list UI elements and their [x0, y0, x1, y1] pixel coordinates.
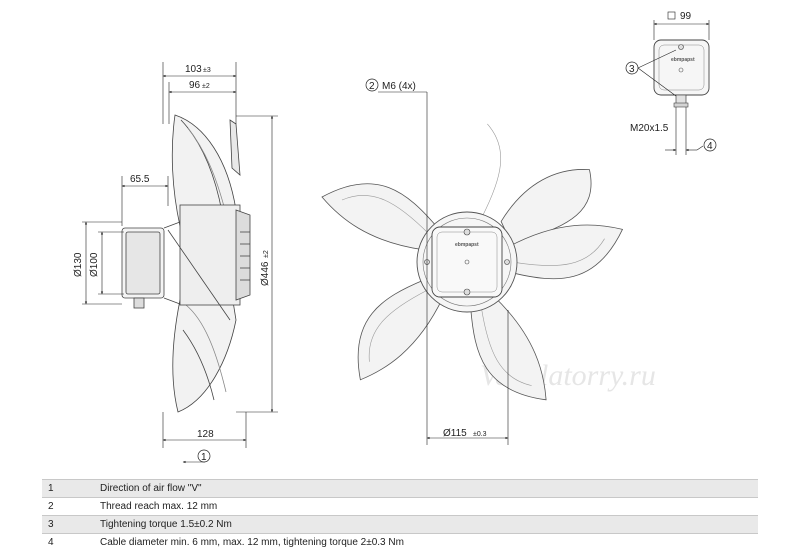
brand-logo: ebmpapst [455, 242, 479, 248]
dim-depth-blade: 96 [189, 80, 201, 91]
dim-depth-total: 103 [185, 64, 202, 75]
dim-depth-blade-tol: ±2 [202, 83, 210, 90]
blade-4 [470, 295, 547, 401]
dim-dia-446-tol: ±2 [263, 250, 270, 258]
note-number: 3 [42, 515, 94, 534]
callout-1-circle [197, 449, 211, 463]
dim-cable-gland: M20x1.5 [630, 123, 669, 134]
dim-dia-100: Ø100 [89, 252, 100, 277]
note-number: 4 [42, 533, 94, 551]
front-view-dimensions [378, 91, 509, 445]
note-text: Thread reach max. 12 mm [94, 497, 758, 516]
callout-3: 3 [629, 64, 635, 75]
side-view-dimensions [82, 62, 278, 464]
terminal-box-front [431, 226, 503, 298]
note-row: 3 Tightening torque 1.5±0.2 Nm [42, 515, 758, 534]
notes-table: 1 Direction of air flow "V" 2 Thread rea… [42, 479, 758, 551]
front-view: ebmpapst [321, 123, 624, 401]
square-symbol [667, 11, 676, 20]
dim-depth-total-tol: ±3 [203, 67, 211, 74]
callout-1: 1 [201, 452, 207, 463]
terminal-box-dimensions [637, 20, 710, 155]
blade-5 [357, 279, 444, 381]
note-row: 2 Thread reach max. 12 mm [42, 497, 758, 516]
note-row: 1 Direction of air flow "V" [42, 479, 758, 498]
callout-2: 2 [369, 81, 375, 92]
dim-dia-130: Ø130 [73, 252, 84, 277]
note-text: Tightening torque 1.5±0.2 Nm [94, 515, 758, 534]
blade-1 [321, 183, 438, 251]
terminal-box-logo: ebmpapst [671, 57, 695, 63]
note-text: Direction of air flow "V" [94, 479, 758, 498]
note-text: Cable diameter min. 6 mm, max. 12 mm, ti… [94, 533, 758, 551]
note-row: 4 Cable diameter min. 6 mm, max. 12 mm, … [42, 533, 758, 551]
front-view-labels: 2 M6 (4x) Ø115 ±0.3 [365, 78, 487, 439]
dim-dia-446: Ø446 [260, 261, 271, 286]
dim-motor-depth: 65.5 [130, 174, 150, 185]
side-view-labels: 103 ±3 96 ±2 65.5 Ø130 Ø100 Ø446 ±2 128 … [73, 64, 271, 463]
technical-drawing: Ventilatorry.ru [73, 11, 717, 464]
terminal-box-detail: ebmpapst [653, 39, 710, 108]
side-view [121, 114, 251, 413]
terminal-box-labels: 99 3 M20x1.5 4 [625, 11, 717, 152]
dim-dia-115-tol: ±0.3 [473, 431, 487, 438]
dim-dia-115: Ø115 [443, 428, 467, 439]
note-number: 1 [42, 479, 94, 498]
dim-thread: M6 (4x) [382, 81, 416, 92]
note-number: 2 [42, 497, 94, 516]
callout-4: 4 [707, 141, 713, 152]
dim-width-128: 128 [197, 429, 214, 440]
dim-box-99: 99 [680, 11, 692, 22]
